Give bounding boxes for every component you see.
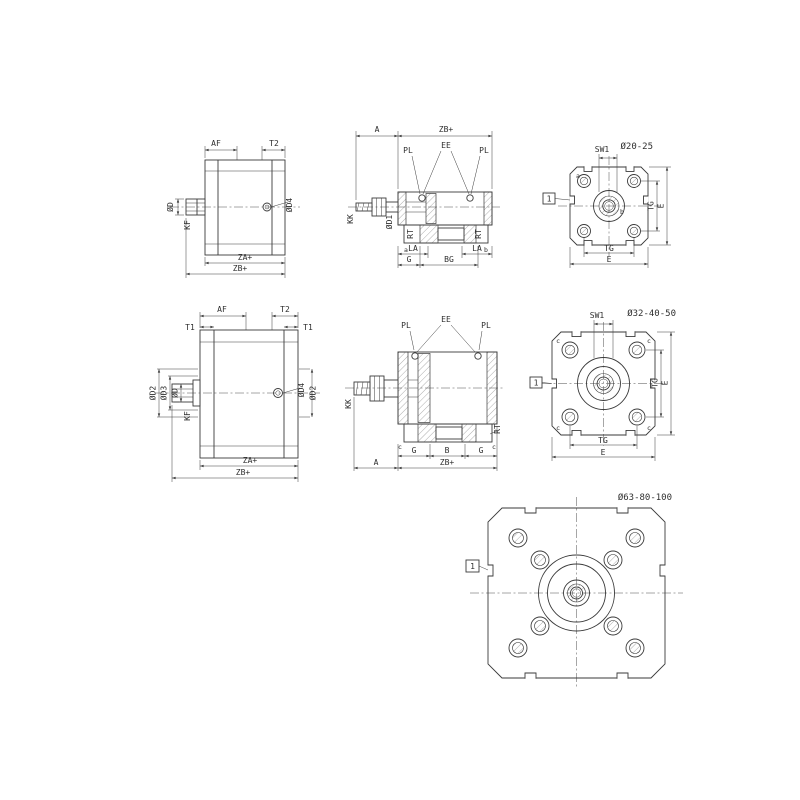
ref-label-a: a [576, 172, 580, 180]
dim-label-pl-right: PL [481, 321, 491, 330]
dim-label-af: AF [211, 139, 221, 148]
view-section-20-25: KK ØD1 RT RT a b A ZB+ PL EE PL LA [346, 125, 500, 268]
ref-label-b: b [620, 208, 624, 216]
view-side-32-40-50: AF T2 T1 T1 ØD ØD3 ØD2 KF ØD4 ØD2 Z [148, 305, 320, 482]
view-side-20-25: AF T2 ØD KF ØD4 ZA+ ZB+ [165, 139, 300, 278]
port-front [411, 352, 419, 360]
dim-label-od: ØD [165, 202, 175, 212]
mounting-holes [561, 341, 646, 426]
dim-label-a: A [374, 458, 379, 467]
dim-label-a: A [375, 125, 380, 134]
dim-label-od4: ØD4 [284, 198, 294, 213]
dim-label-kf: KF [183, 411, 192, 421]
dim-label-za: ZA+ [243, 456, 258, 465]
dim-label-e-right: E [657, 203, 666, 208]
dim-label-g: G [407, 255, 412, 264]
dim-label-g-left: G [412, 446, 417, 455]
dim-label-od3-left: ØD3 [159, 386, 169, 401]
ref-label-b: b [484, 246, 488, 254]
dim-label-b: B [445, 446, 450, 455]
ref-label-a: a [404, 246, 408, 254]
ref-label-c-tr: c [647, 337, 651, 345]
dim-label-od: ØD [170, 388, 180, 398]
dim-label-t2: T2 [269, 139, 279, 148]
dim-label-za: ZA+ [238, 253, 253, 262]
view-front-32-40-50: c c c c SW1 Ø32-40-50 1 TG E TG E [529, 308, 676, 461]
callout-number: 1 [534, 379, 539, 388]
dim-label-od2-right: ØD2 [308, 386, 318, 401]
dim-label-pl-right: PL [479, 146, 489, 155]
dim-label-kk: KK [346, 214, 355, 224]
dim-label-zb: ZB+ [236, 468, 251, 477]
dim-label-bg: BG [444, 255, 454, 264]
port-rear [474, 352, 482, 360]
front-face-outline [551, 331, 656, 436]
cylinder-section-body [397, 191, 493, 226]
dim-label-od1: ØD1 [384, 215, 394, 230]
series-title-large: Ø63-80-100 [618, 492, 672, 503]
view-front-63-80-100: 1 Ø63-80-100 [465, 492, 683, 689]
dim-label-e-right: E [661, 380, 670, 385]
dim-label-ee: EE [441, 141, 451, 150]
dim-label-zb: ZB+ [440, 458, 455, 467]
callout-number: 1 [470, 562, 475, 571]
dim-label-zb: ZB+ [233, 264, 248, 273]
view-section-32-40-50: KK RT c c PL EE PL G B G A ZB+ [344, 315, 505, 471]
port-rear [466, 194, 474, 202]
dim-label-la-right: LA [472, 244, 482, 253]
cushion-strip [403, 224, 489, 244]
mounting-holes [577, 174, 641, 238]
dim-label-t2: T2 [280, 305, 290, 314]
series-title-small: Ø20-25 [620, 141, 653, 152]
dim-label-pl-left: PL [403, 146, 413, 155]
ref-label-c-right: c [492, 443, 496, 451]
mounting-holes [508, 528, 645, 658]
front-face-outline [569, 166, 649, 246]
dim-label-ee: EE [441, 315, 451, 324]
ref-label-c-left: c [398, 443, 402, 451]
dim-label-e-bottom: E [601, 448, 606, 457]
ref-label-c-tl: c [556, 337, 560, 345]
dim-label-rt-left: RT [406, 229, 415, 239]
callout-number: 1 [547, 195, 552, 204]
dim-label-pl-left: PL [401, 321, 411, 330]
port-front [418, 194, 426, 202]
cylinder-body [199, 329, 299, 459]
dim-label-t1-right: T1 [303, 323, 313, 332]
dim-label-od4: ØD4 [296, 383, 306, 398]
dim-label-t1-left: T1 [185, 323, 195, 332]
piston [425, 193, 437, 224]
dim-label-rt: RT [493, 424, 502, 434]
rod-nut [369, 375, 385, 402]
ref-label-c-bl: c [556, 424, 560, 432]
dim-label-kk: KK [344, 399, 353, 409]
dim-label-af: AF [217, 305, 227, 314]
dim-label-kf: KF [183, 220, 192, 230]
dim-label-tg-bottom: TG [598, 436, 608, 445]
dim-label-tg-right: TG [651, 378, 660, 388]
series-title-medium: Ø32-40-50 [627, 308, 676, 319]
dim-label-g-right: G [479, 446, 484, 455]
view-front-20-25: SW1 Ø20-25 1 a b TG E TG E [542, 141, 671, 268]
dim-label-rt-right: RT [474, 229, 483, 239]
dim-label-zb: ZB+ [439, 125, 454, 134]
dim-label-od2-left: ØD2 [148, 386, 158, 401]
dim-label-la-left: LA [408, 244, 418, 253]
ref-label-c-br: c [647, 424, 651, 432]
cylinder-body [204, 159, 286, 256]
dim-label-tg-right: TG [647, 201, 656, 211]
dim-label-e-bottom: E [607, 255, 612, 264]
dim-label-sw1: SW1 [595, 145, 610, 154]
dim-label-tg-bottom: TG [604, 244, 614, 253]
dim-label-sw1: SW1 [590, 311, 605, 320]
